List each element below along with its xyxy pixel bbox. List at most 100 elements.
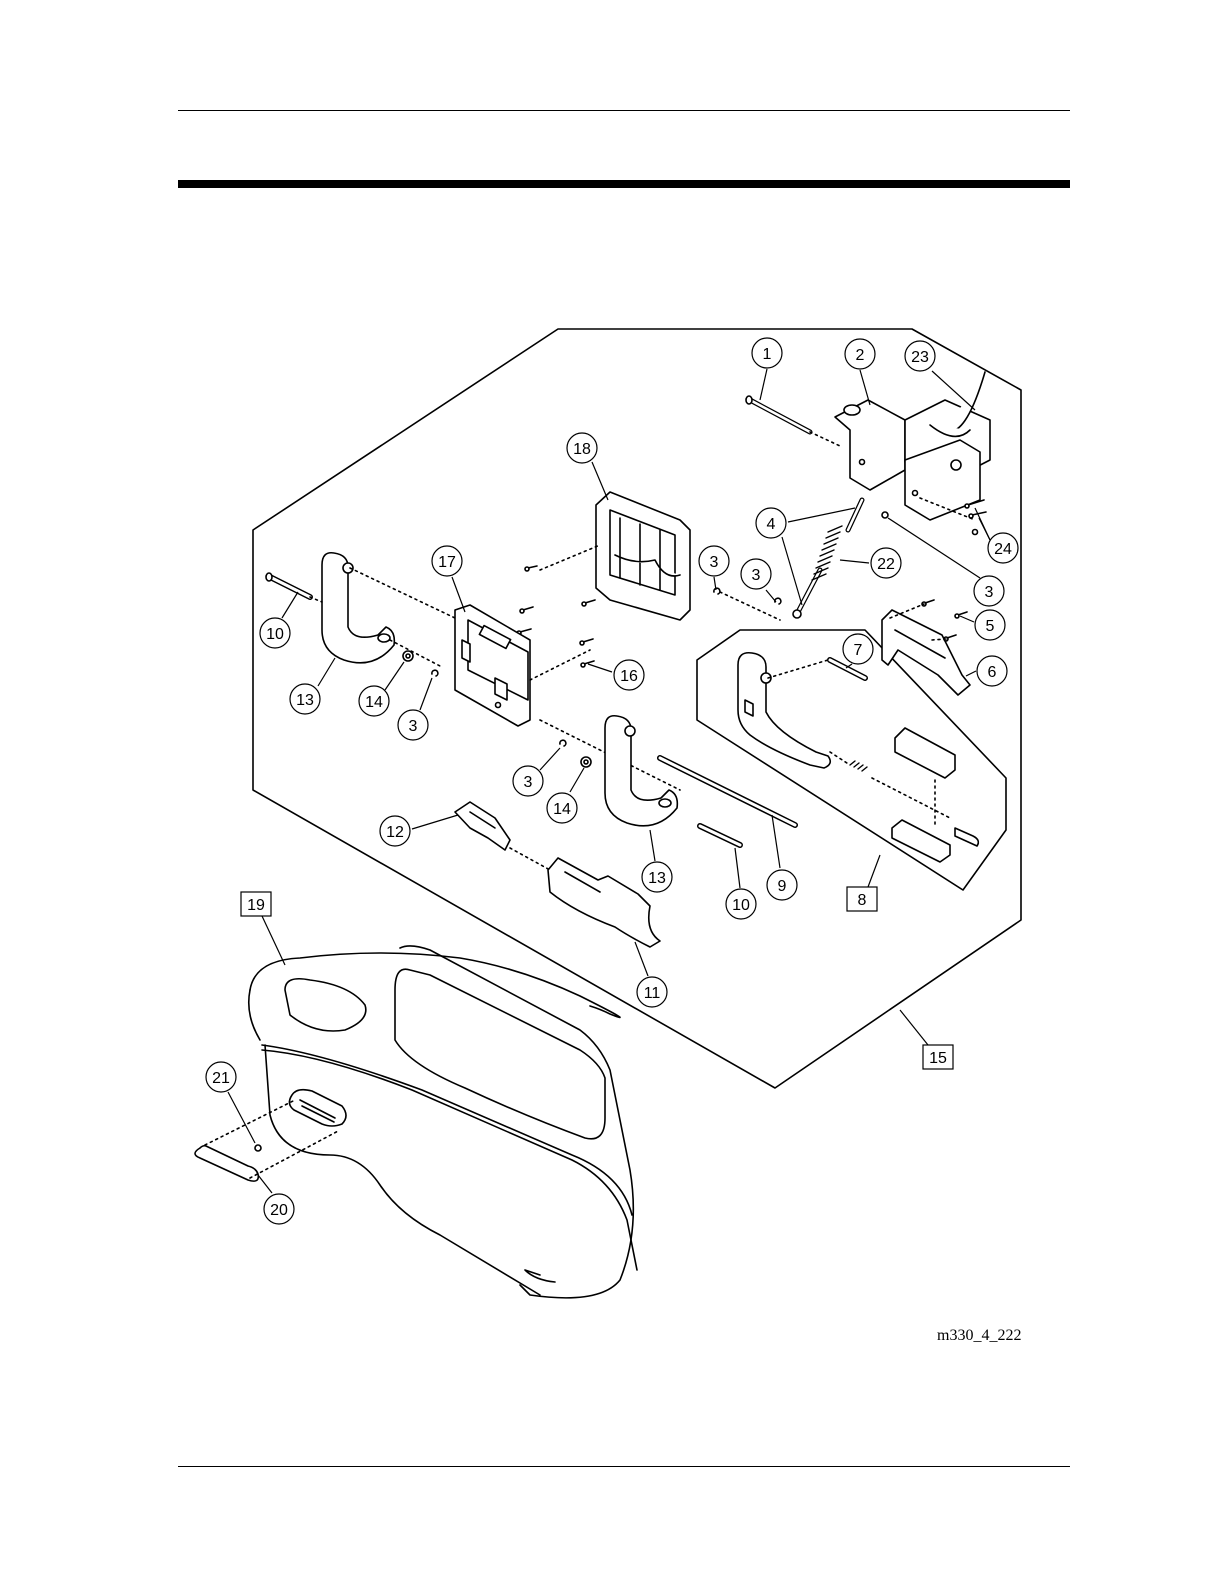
part-9-rod — [660, 758, 795, 825]
callout-17: 17 — [432, 546, 465, 612]
callout-leader — [788, 508, 855, 522]
callout-7: 7 — [843, 634, 873, 668]
part-4-rod — [793, 500, 862, 618]
callout-leader — [735, 848, 740, 888]
callout-label: 10 — [732, 897, 750, 914]
callout-leader — [588, 664, 612, 672]
part-17-center-plate — [455, 605, 530, 726]
callout-13: 13 — [642, 830, 672, 892]
callout-label: 16 — [620, 668, 638, 685]
callout-3: 3 — [398, 678, 432, 740]
figure-id: m330_4_222 — [937, 1327, 1021, 1345]
callout-label: 3 — [710, 554, 719, 571]
callout-24: 24 — [975, 508, 1018, 563]
callout-4: 4 — [756, 508, 855, 605]
callout-label: 3 — [409, 718, 418, 735]
callout-label: 15 — [929, 1050, 947, 1067]
callout-label: 1 — [763, 346, 772, 363]
callout-label: 13 — [648, 870, 666, 887]
part-14-washer — [581, 757, 591, 767]
callout-15: 15 — [900, 1010, 953, 1069]
callout-label: 4 — [767, 516, 776, 533]
callout-leader — [635, 942, 648, 976]
callout-label: 23 — [911, 349, 929, 366]
callout-5: 5 — [960, 610, 1005, 640]
callout-label: 22 — [877, 556, 895, 573]
callout-label: 9 — [778, 878, 787, 895]
part-1-pin — [746, 396, 810, 432]
callout-3: 3 — [699, 546, 729, 590]
leader-dots — [810, 432, 840, 446]
callout-label: 6 — [988, 664, 997, 681]
callout-label: 24 — [994, 541, 1012, 558]
callout-6: 6 — [966, 656, 1007, 686]
callout-18: 18 — [567, 433, 608, 500]
part-3-clip — [560, 740, 566, 746]
callout-11: 11 — [635, 942, 667, 1007]
callout-20: 20 — [258, 1175, 294, 1224]
callout-leader — [262, 916, 285, 965]
part-10-pin-lower — [700, 826, 740, 845]
callout-10: 10 — [260, 592, 298, 648]
callout-leader — [420, 678, 432, 710]
part-3-clip — [973, 530, 978, 535]
callout-label: 8 — [858, 892, 867, 909]
callout-leader — [570, 768, 584, 792]
part-2-bracket — [835, 372, 990, 520]
callout-label: 17 — [438, 554, 456, 571]
callout-23: 23 — [905, 341, 975, 410]
callout-label: 3 — [985, 584, 994, 601]
callout-label: 7 — [854, 642, 863, 659]
callout-3: 3 — [513, 748, 560, 796]
callout-label: 10 — [266, 626, 284, 643]
callout-label: 13 — [296, 692, 314, 709]
part-10-pin-upper — [266, 573, 310, 597]
callout-12: 12 — [380, 815, 458, 846]
callout-label: 3 — [752, 567, 761, 584]
callout-8: 8 — [847, 855, 880, 911]
callout-leader — [966, 671, 976, 676]
callout-leader — [228, 1092, 255, 1143]
callout-leader — [840, 560, 869, 563]
callout-13: 13 — [290, 658, 335, 714]
callout-label: 19 — [247, 897, 265, 914]
callout-leader — [782, 537, 802, 605]
callout-label: 14 — [365, 694, 383, 711]
callout-label: 5 — [986, 618, 995, 635]
callout-leader — [318, 658, 335, 686]
callout-14: 14 — [359, 662, 404, 716]
part-20-badge — [195, 1146, 258, 1181]
part-3-clip — [882, 512, 888, 518]
callout-leader — [258, 1175, 272, 1193]
part-14-washer — [403, 651, 413, 661]
part-21-plug — [255, 1145, 261, 1151]
callout-label: 12 — [386, 824, 404, 841]
part-8-spring — [850, 761, 867, 771]
callout-label: 2 — [856, 347, 865, 364]
callout-1: 1 — [752, 338, 782, 400]
part-6-cover — [882, 610, 970, 695]
leader-dots — [768, 660, 828, 678]
callout-leader — [900, 1010, 928, 1045]
callout-21: 21 — [206, 1062, 255, 1143]
callout-leader — [385, 662, 404, 690]
part-13-arm-lower — [605, 716, 677, 826]
callout-leader — [860, 370, 870, 405]
callout-19: 19 — [241, 892, 285, 965]
callout-leader — [888, 518, 980, 578]
leader-dots — [310, 545, 780, 790]
callout-leader — [979, 518, 990, 540]
callout-14: 14 — [547, 768, 584, 823]
part-18-back-plate — [596, 492, 690, 620]
callout-leader — [540, 748, 560, 770]
part-19-outer-shell — [249, 946, 637, 1298]
callout-3: 3 — [888, 518, 1004, 606]
callout-leader — [452, 577, 465, 612]
callout-label: 11 — [644, 985, 661, 1002]
callout-label: 21 — [212, 1070, 230, 1087]
callout-3: 3 — [741, 559, 776, 602]
callout-leader — [412, 815, 458, 829]
part-8-handle — [738, 653, 830, 768]
callout-leader — [868, 855, 880, 887]
